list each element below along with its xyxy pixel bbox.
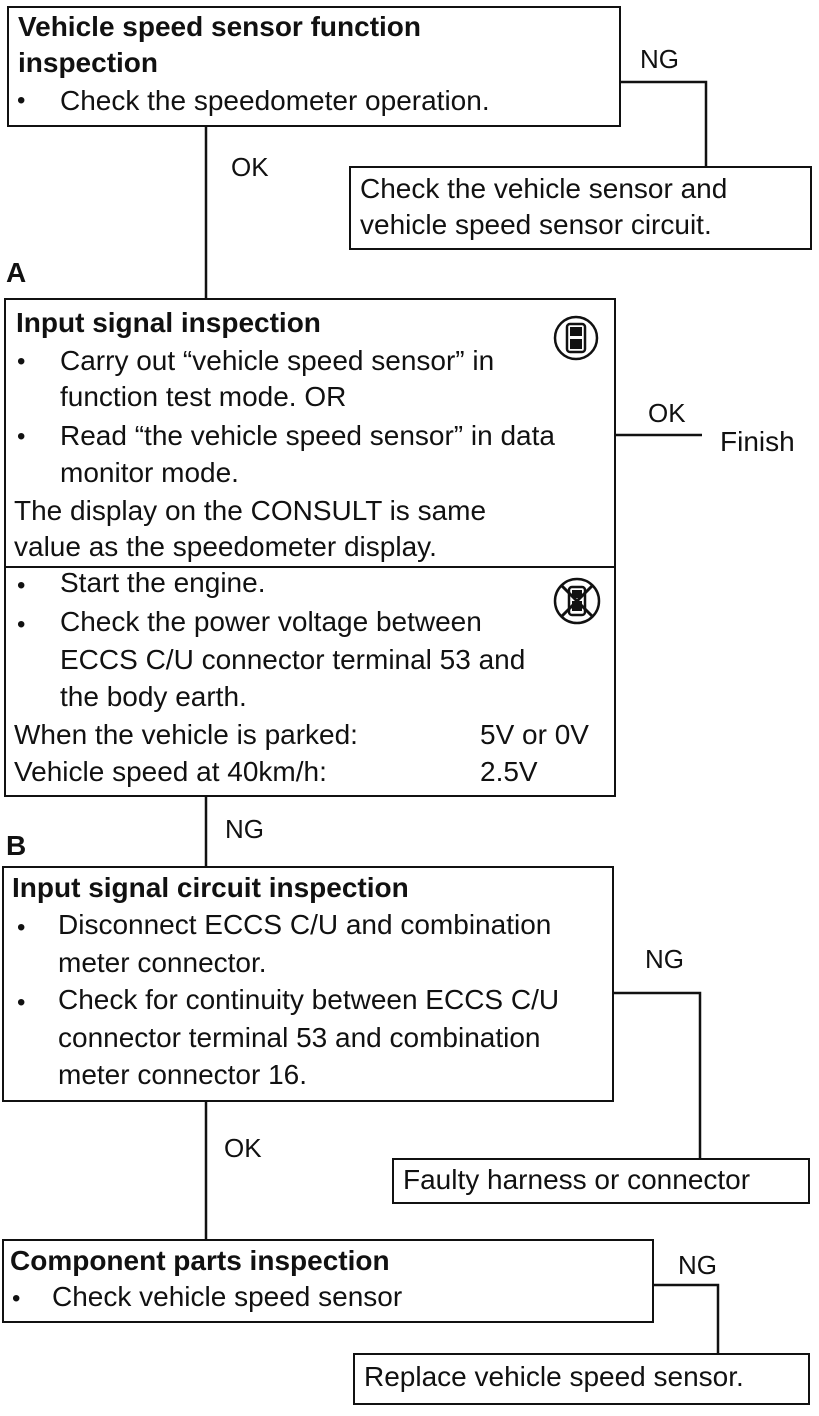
bullet: • — [12, 1285, 21, 1312]
step-b-b2-line3: meter connector 16. — [58, 1059, 308, 1090]
step-b-marker: B — [6, 830, 27, 861]
step1-ng-box — [349, 166, 812, 250]
step-c-ng-label: NG — [678, 1250, 717, 1280]
consult-tool-icon — [552, 314, 600, 367]
bullet: • — [17, 914, 26, 941]
step-b-box — [2, 866, 614, 1102]
step-b-ng-box — [392, 1158, 810, 1204]
step-b-ng-label: NG — [645, 944, 684, 974]
step-a-b2-line1: Read “the vehicle speed sensor” in data — [60, 420, 555, 451]
step1-ng-label: NG — [640, 44, 679, 74]
step1-title-line1: Vehicle speed sensor function — [18, 11, 422, 42]
step-a-row1-value: 5V or 0V — [480, 719, 589, 750]
step-a-marker: A — [6, 257, 27, 288]
step-a-row1-label: When the vehicle is parked: — [14, 719, 358, 750]
step-c-box — [2, 1239, 654, 1323]
ng-line-b — [612, 991, 702, 1158]
step-b-ng-box-text: Faulty harness or connector — [403, 1164, 751, 1195]
step-b-b2-line2: connector terminal 53 and combination — [58, 1022, 541, 1053]
step-a-c2-line3: the body earth. — [60, 681, 247, 712]
bullet: • — [17, 348, 26, 375]
step-a-c2-line1: Check the power voltage between — [60, 606, 482, 637]
step1-ok-label: OK — [231, 152, 269, 182]
step-a-c1: Start the engine. — [60, 567, 266, 598]
ng-line-1 — [620, 80, 708, 166]
step-a-ng-label: NG — [225, 814, 264, 844]
step1-ng-box-line1: Check the vehicle sensor and — [360, 173, 728, 204]
step-a-b1-line1: Carry out “vehicle speed sensor” in — [60, 345, 495, 376]
step-c-title: Component parts inspection — [10, 1245, 390, 1276]
step-c-ng-box — [353, 1353, 810, 1405]
bullet: • — [17, 611, 26, 638]
step-a-c2-line2: ECCS C/U connector terminal 53 and — [60, 644, 526, 675]
step-a-row2-label: Vehicle speed at 40km/h: — [14, 756, 327, 787]
step-b-b1-line1: Disconnect ECCS C/U and combination — [58, 909, 552, 940]
step-b-ok-label: OK — [224, 1133, 262, 1163]
step-a-note-line1: The display on the CONSULT is same — [14, 495, 487, 526]
bullet: • — [17, 989, 26, 1016]
no-consult-tool-icon — [552, 576, 602, 631]
bullet: • — [17, 572, 26, 599]
step1-title-line2: inspection — [18, 47, 159, 78]
step-c-bullet: Check vehicle speed sensor — [52, 1281, 403, 1312]
step1-box — [7, 6, 621, 127]
bullet: • — [17, 423, 26, 450]
step-b-b1-line2: meter connector. — [58, 947, 267, 978]
step-a-row2-value: 2.5V — [480, 756, 538, 787]
step-a-note-line2: value as the speedometer display. — [14, 531, 437, 562]
step1-ng-box-line2: vehicle speed sensor circuit. — [360, 209, 712, 240]
finish-label: Finish — [720, 426, 795, 457]
step-c-ng-box-text: Replace vehicle speed sensor. — [364, 1361, 744, 1392]
step-a-ok-label: OK — [648, 398, 686, 428]
step-a-b1-line2: function test mode. OR — [60, 381, 347, 412]
step-b-title: Input signal circuit inspection — [12, 872, 409, 903]
bullet: • — [17, 87, 26, 114]
step-a-box — [4, 298, 616, 797]
step-a-b2-line2: monitor mode. — [60, 457, 239, 488]
step1-bullet: Check the speedometer operation. — [60, 85, 490, 116]
step-a-divider — [4, 566, 616, 568]
step-a-title: Input signal inspection — [16, 307, 321, 338]
ng-line-c — [654, 1283, 720, 1353]
step-b-b2-line1: Check for continuity between ECCS C/U — [58, 984, 560, 1015]
